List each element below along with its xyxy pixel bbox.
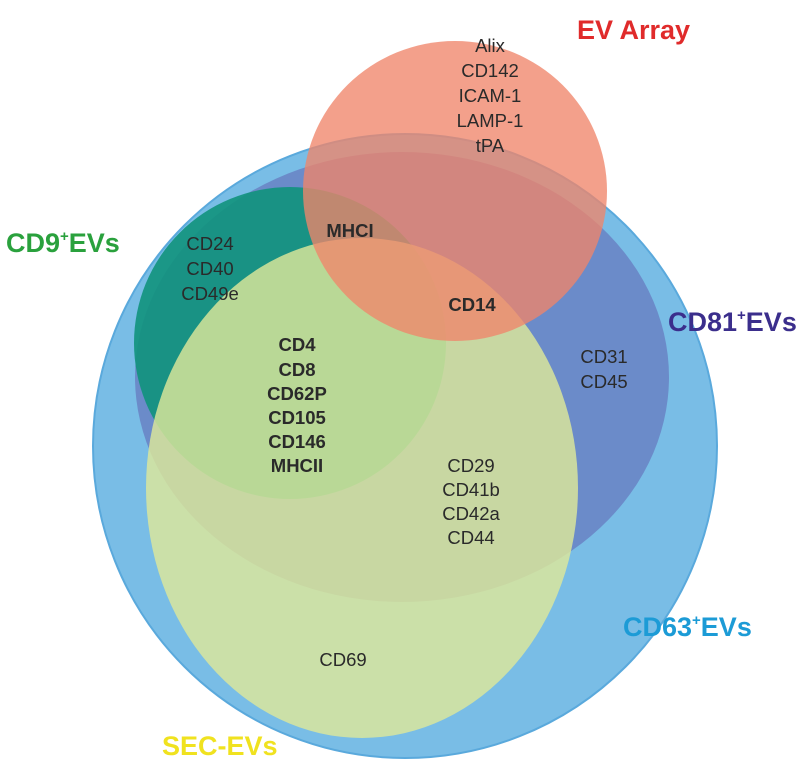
cd63-evs-label: CD63+EVs <box>623 612 752 642</box>
member-label: CD45 <box>580 371 627 392</box>
member-label: CD14 <box>448 294 496 315</box>
member-label: CD40 <box>186 258 233 279</box>
member-label: LAMP-1 <box>457 110 524 131</box>
ev-array-label: EV Array <box>577 15 690 45</box>
region-cd81-only: CD31 CD45 <box>580 346 627 392</box>
region-cd9-cd81-sec: CD4 CD8 CD62P CD105 CD146 MHCII <box>267 334 327 476</box>
region-sec-only: CD69 <box>319 649 366 670</box>
cd9-label-suffix: EVs <box>69 228 120 258</box>
member-label: CD69 <box>319 649 366 670</box>
region-ev-array-only: Alix CD142 ICAM-1 LAMP-1 tPA <box>457 35 524 156</box>
cd81-label-sup: + <box>737 307 746 324</box>
region-cd81-sec-ev-array: CD14 <box>448 294 496 315</box>
member-label: CD24 <box>186 233 233 254</box>
member-label: CD146 <box>268 431 326 452</box>
member-label: ICAM-1 <box>459 85 522 106</box>
cd9-evs-label: CD9+EVs <box>6 228 120 258</box>
member-label: CD41b <box>442 479 500 500</box>
member-label: CD105 <box>268 407 326 428</box>
cd9-label-main: CD9 <box>6 228 60 258</box>
member-label: tPA <box>476 135 505 156</box>
member-label: CD62P <box>267 383 327 404</box>
region-cd81-sec: CD29 CD41b CD42a CD44 <box>442 455 500 548</box>
cd81-evs-label: CD81+EVs <box>668 307 797 337</box>
member-label: CD29 <box>447 455 494 476</box>
member-label: CD49e <box>181 283 239 304</box>
cd63-label-sup: + <box>692 612 701 629</box>
cd81-label-main: CD81 <box>668 307 737 337</box>
ev-array-ellipse <box>303 41 607 341</box>
region-cd9-cd81-ev-array: MHCI <box>326 220 373 241</box>
member-label: MHCI <box>326 220 373 241</box>
member-label: Alix <box>475 35 506 56</box>
member-label: CD44 <box>447 527 494 548</box>
member-label: CD42a <box>442 503 500 524</box>
cd63-label-main: CD63 <box>623 612 692 642</box>
region-cd9-cd81: CD24 CD40 CD49e <box>181 233 239 304</box>
cd9-label-sup: + <box>60 228 69 245</box>
member-label: CD31 <box>580 346 627 367</box>
member-label: CD4 <box>278 334 316 355</box>
cd63-label-suffix: EVs <box>701 612 752 642</box>
member-label: CD8 <box>278 359 315 380</box>
sec-evs-label: SEC-EVs <box>162 731 278 761</box>
cd81-label-suffix: EVs <box>746 307 797 337</box>
sec-evs-ellipse <box>146 238 578 738</box>
member-label: CD142 <box>461 60 519 81</box>
member-label: MHCII <box>271 455 323 476</box>
